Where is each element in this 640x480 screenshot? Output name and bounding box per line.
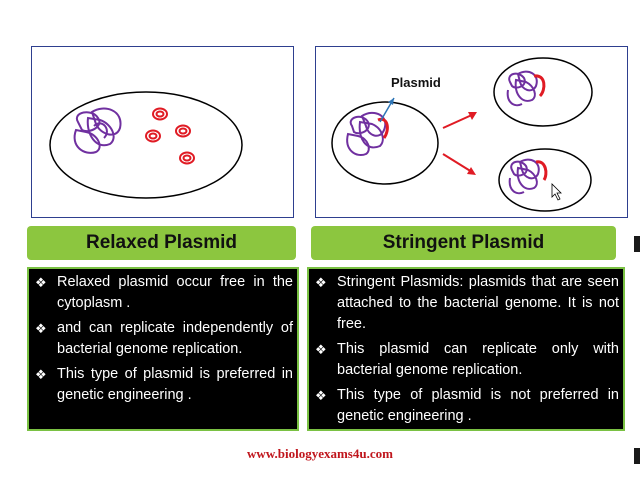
arrow-down bbox=[442, 153, 473, 173]
stringent-diagram-panel bbox=[315, 46, 628, 218]
bullet-icon: ❖ bbox=[315, 275, 327, 290]
daughter-plasmid-bottom bbox=[535, 160, 548, 181]
arrow-up bbox=[442, 113, 475, 129]
relaxed-plasmid-title: Relaxed Plasmid bbox=[27, 226, 296, 260]
relaxed-cell bbox=[49, 91, 243, 199]
plasmid-ring bbox=[179, 151, 195, 165]
stringent-parent-cell bbox=[331, 101, 439, 185]
plasmid-label: Plasmid bbox=[391, 75, 441, 90]
list-item: ❖This type of plasmid is not preferred i… bbox=[315, 385, 619, 427]
stringent-plasmid-title: Stringent Plasmid bbox=[311, 226, 616, 260]
bullet-icon: ❖ bbox=[315, 388, 327, 403]
mouse-cursor-icon bbox=[551, 183, 562, 201]
list-item: ❖This plasmid can replicate only with ba… bbox=[315, 339, 619, 381]
list-item: ❖Stringent Plasmids: plasmids that are s… bbox=[315, 272, 619, 335]
plasmid-ring bbox=[152, 107, 168, 121]
daughter-cell-bottom bbox=[498, 148, 592, 212]
list-item: ❖Relaxed plasmid occur free in the cytop… bbox=[35, 272, 293, 314]
free-plasmids bbox=[145, 107, 195, 165]
stringent-parent-genome bbox=[346, 111, 387, 156]
bullet-icon: ❖ bbox=[315, 342, 327, 357]
relaxed-genome bbox=[73, 107, 122, 154]
bullet-icon: ❖ bbox=[35, 321, 47, 336]
plasmid-pointer-head bbox=[388, 98, 394, 105]
right-edge-marker bbox=[634, 448, 640, 464]
website-link[interactable]: www.biologyexams4u.com bbox=[247, 446, 393, 461]
relaxed-description: ❖Relaxed plasmid occur free in the cytop… bbox=[27, 267, 299, 431]
plasmid-ring bbox=[175, 124, 191, 138]
daughter-plasmid-top bbox=[533, 74, 546, 98]
attached-plasmid bbox=[377, 117, 389, 139]
list-item: ❖This type of plasmid is preferred in ge… bbox=[35, 364, 293, 406]
bullet-icon: ❖ bbox=[35, 367, 47, 382]
daughter-genome-bottom bbox=[508, 158, 540, 195]
stringent-description: ❖Stringent Plasmids: plasmids that are s… bbox=[307, 267, 625, 431]
right-edge-marker bbox=[634, 236, 640, 252]
daughter-genome-top bbox=[506, 70, 538, 107]
list-item: ❖and can replicate independently of bact… bbox=[35, 318, 293, 360]
bullet-icon: ❖ bbox=[35, 275, 47, 290]
daughter-cell-top bbox=[493, 57, 593, 127]
plasmid-ring bbox=[145, 129, 161, 143]
